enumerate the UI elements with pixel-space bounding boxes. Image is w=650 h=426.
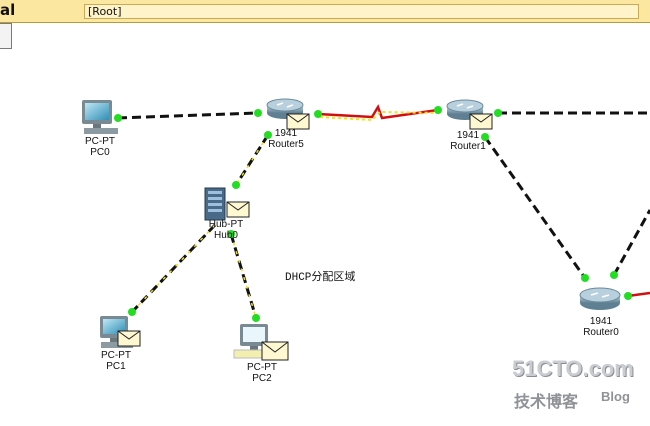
hub0-type: Hub-PT [208, 219, 244, 230]
pc2-label: PC-PT PC2 [242, 362, 282, 384]
link-router0-east[interactable] [612, 209, 650, 276]
router5-icon[interactable] [266, 98, 304, 119]
link-pc0-router5[interactable] [117, 111, 259, 120]
pc0-name: PC0 [90, 147, 110, 158]
pc1-type: PC-PT [101, 350, 131, 361]
watermark-sub: 技术博客 [514, 394, 579, 411]
router1-model: 1941 [456, 130, 480, 141]
link-hub0-pc2[interactable] [229, 233, 258, 319]
hub0-icon[interactable] [204, 187, 226, 221]
router5-model: 1941 [274, 128, 298, 139]
watermark-blog: Blog [601, 389, 630, 404]
router0-model: 1941 [589, 316, 613, 327]
router1-name: Router1 [450, 141, 486, 152]
router5-name: Router5 [268, 139, 304, 150]
link-router5-hub0[interactable] [234, 134, 270, 186]
pc2-icon[interactable] [233, 324, 269, 359]
hub0-label: Hub-PT Hub0 [201, 219, 251, 241]
link-hub0-pc1[interactable] [130, 223, 217, 314]
pdu-envelope-icon[interactable] [117, 330, 141, 347]
router0-icon[interactable] [579, 287, 621, 310]
pc0-type: PC-PT [85, 136, 115, 147]
window-title: al [0, 1, 16, 19]
router5-label: 1941 Router5 [262, 128, 310, 150]
side-panel-toggle[interactable] [0, 23, 12, 49]
pc2-type: PC-PT [247, 362, 277, 373]
pc0-icon[interactable] [82, 100, 118, 134]
router0-label: 1941 Router0 [575, 316, 627, 338]
hub0-name: Hub0 [214, 230, 238, 241]
port-status-lights [114, 106, 632, 322]
workspace-toolbar: al [Root] [0, 0, 650, 23]
pc1-name: PC1 [106, 361, 126, 372]
pc0-label: PC-PT PC0 [80, 136, 120, 158]
breadcrumb-root[interactable]: [Root] [84, 4, 639, 19]
pc1-label: PC-PT PC1 [96, 350, 136, 372]
router1-label: 1941 Router1 [443, 130, 493, 152]
serial-link-router5-router1[interactable] [317, 104, 441, 122]
watermark-site: 51CTO.com [512, 356, 634, 381]
pc2-name: PC2 [252, 373, 272, 384]
router0-name: Router0 [583, 327, 619, 338]
dhcp-zone-note[interactable]: DHCP分配区域 [285, 272, 356, 284]
link-router1-router0[interactable] [483, 136, 587, 279]
pdu-envelope-icon[interactable] [469, 113, 493, 130]
pdu-envelope-icon[interactable] [261, 341, 289, 361]
pdu-envelope-icon[interactable] [286, 113, 310, 130]
pdu-envelope-icon[interactable] [226, 201, 250, 218]
